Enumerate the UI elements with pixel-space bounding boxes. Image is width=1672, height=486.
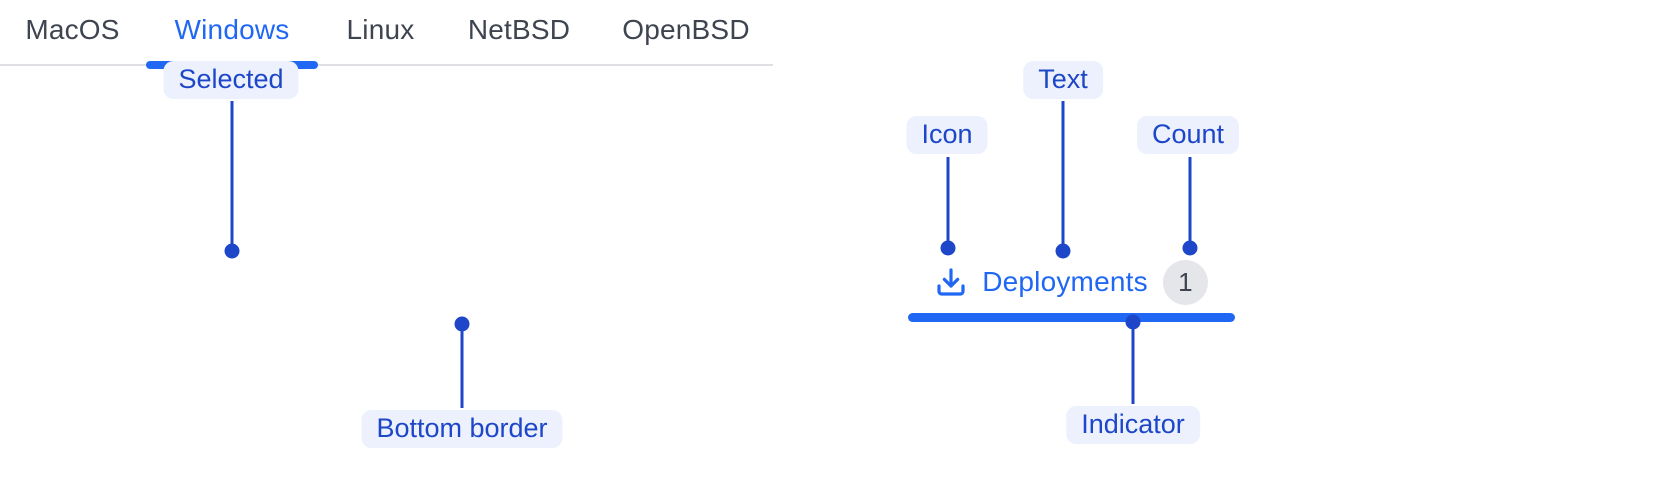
tab-openbsd[interactable]: OpenBSD <box>622 14 750 45</box>
tabbar-bottom-border <box>0 64 773 66</box>
deployments-tab-indicator <box>908 313 1235 322</box>
tab-deployments[interactable]: Deployments 1 <box>908 258 1235 306</box>
tab-linux[interactable]: Linux <box>346 14 415 45</box>
callout-selected-line <box>230 101 233 251</box>
callout-text: Text <box>1023 61 1103 99</box>
tab-netbsd[interactable]: NetBSD <box>467 14 571 45</box>
callout-text-line <box>1061 101 1065 249</box>
callout-indicator-dot <box>1125 314 1141 330</box>
callout-bottom-border: Bottom border <box>361 410 563 448</box>
tab-label: Deployments <box>982 266 1148 297</box>
callout-icon-dot <box>940 240 955 256</box>
callout-bottom-border-dot <box>454 316 470 332</box>
tab-windows-selected[interactable]: Windows <box>174 14 290 45</box>
callout-indicator: Indicator <box>1066 406 1200 444</box>
callout-bottom-border-line <box>460 326 464 408</box>
callout-selected: Selected <box>163 61 299 99</box>
callout-count-dot <box>1182 240 1197 256</box>
callout-text-dot <box>1055 243 1071 259</box>
callout-selected-dot <box>224 243 239 259</box>
tab-macos[interactable]: MacOS <box>25 14 120 45</box>
callout-indicator-line <box>1131 324 1135 404</box>
callout-count: Count <box>1136 116 1240 154</box>
callout-count-line <box>1188 157 1191 245</box>
count-badge: 1 <box>1162 259 1208 305</box>
tab-bar: MacOS Windows Linux NetBSD OpenBSD <box>0 0 773 69</box>
callout-icon-line <box>946 157 949 245</box>
callout-icon: Icon <box>906 116 988 154</box>
download-icon <box>937 268 965 296</box>
